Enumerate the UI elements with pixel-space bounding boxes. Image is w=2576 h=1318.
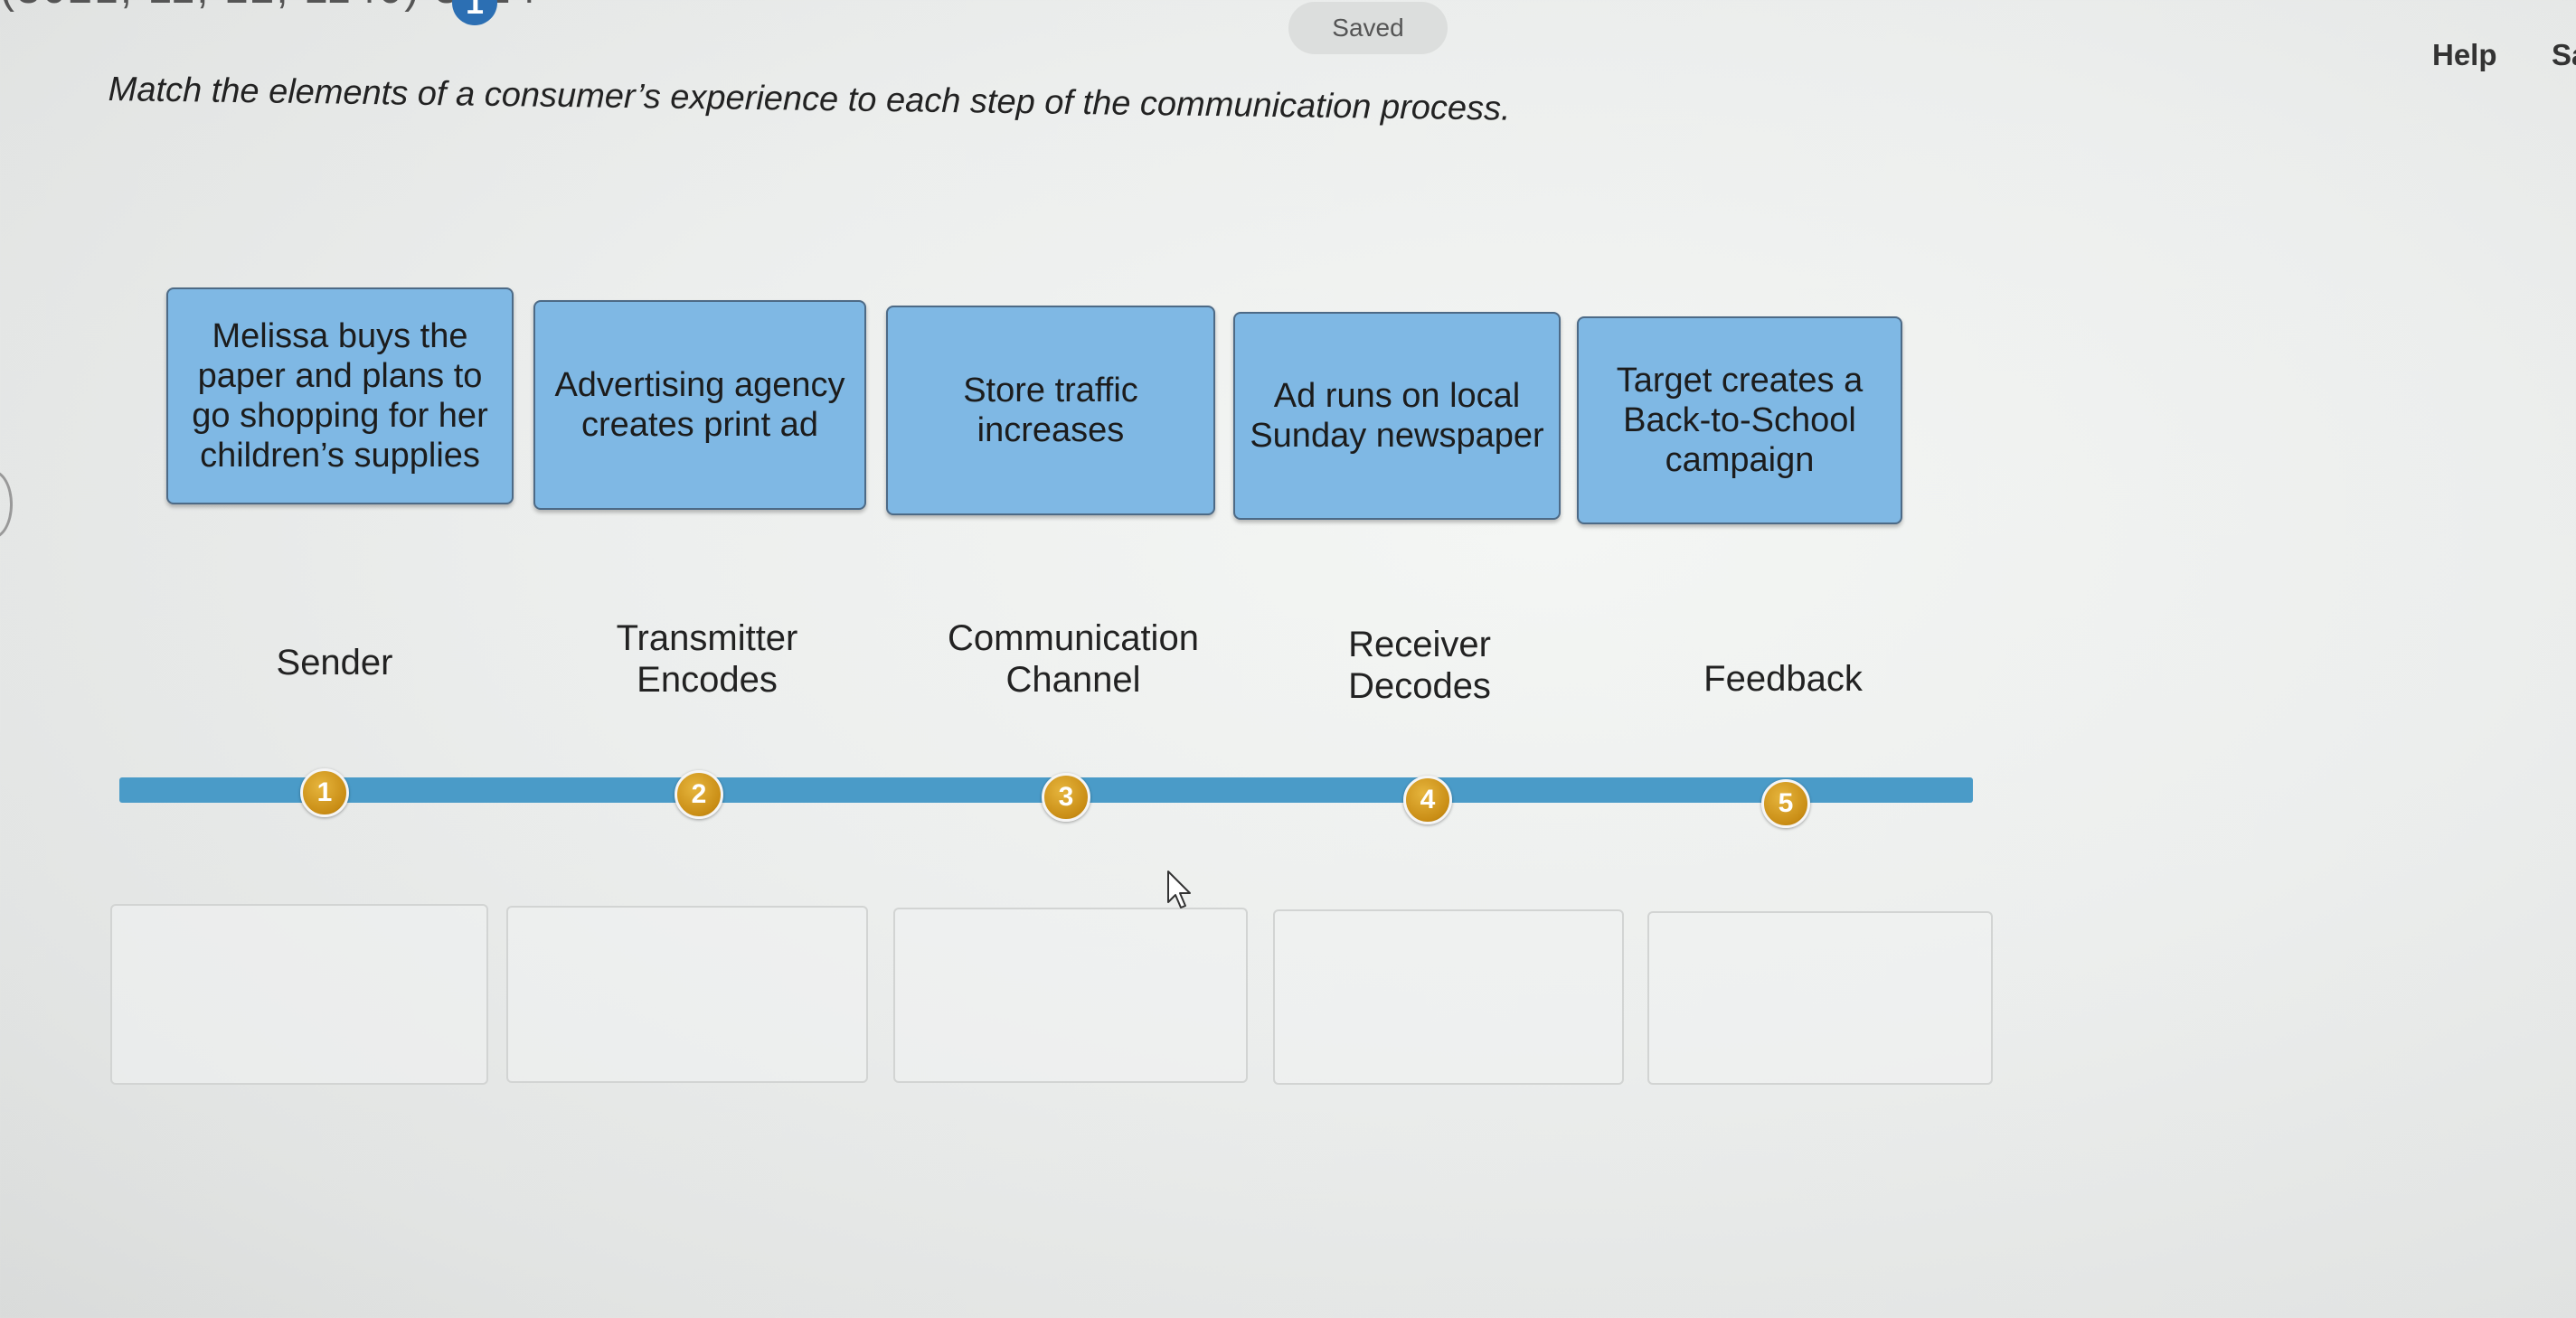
answer-card[interactable]: Advertising agency creates print ad <box>533 300 866 510</box>
question-header-fragment: (3021, 11, 12, 1140) 3024 <box>0 0 536 18</box>
drop-zone-5[interactable] <box>1647 911 1993 1085</box>
step-label-channel: Communication Channel <box>948 618 1199 700</box>
step-marker-5: 5 <box>1761 779 1810 828</box>
drop-zone-3[interactable] <box>893 908 1248 1083</box>
step-marker-3: 3 <box>1042 773 1090 822</box>
answer-card-text: Melissa buys the paper and plans to go s… <box>192 317 488 475</box>
question-prompt: Match the elements of a consumer’s exper… <box>108 71 1511 128</box>
mouse-pointer-icon <box>1167 871 1191 908</box>
help-link[interactable]: Help <box>2432 38 2497 71</box>
save-exit-link[interactable]: Sa <box>2552 38 2576 71</box>
step-marker-4: 4 <box>1403 776 1452 824</box>
saved-status: Saved <box>1288 2 1448 54</box>
answer-card[interactable]: Melissa buys the paper and plans to go s… <box>166 287 514 504</box>
step-label-receiver: Receiver Decodes <box>1348 625 1491 706</box>
answer-card[interactable]: Target creates a Back-to-School campaign <box>1577 316 1902 524</box>
answer-card-text: Ad runs on local Sunday newspaper <box>1250 377 1544 455</box>
step-label-transmitter: Transmitter Encodes <box>616 618 798 700</box>
answer-card-text: Target creates a Back-to-School campaign <box>1616 362 1864 479</box>
drop-zone-2[interactable] <box>506 906 868 1083</box>
answer-card-text: Advertising agency creates print ad <box>554 366 845 444</box>
step-label-feedback: Feedback <box>1703 659 1863 699</box>
answer-card[interactable]: Ad runs on local Sunday newspaper <box>1233 312 1561 520</box>
step-marker-1: 1 <box>300 768 349 817</box>
info-badge[interactable]: 1 <box>452 0 497 25</box>
answer-card-text: Store traffic increases <box>963 372 1138 449</box>
answer-card[interactable]: Store traffic increases <box>886 306 1215 515</box>
drop-zone-4[interactable] <box>1273 909 1624 1085</box>
step-marker-2: 2 <box>675 770 723 819</box>
step-label-sender: Sender <box>276 643 393 683</box>
scroll-handle[interactable] <box>0 470 13 539</box>
drop-zone-1[interactable] <box>110 904 488 1085</box>
